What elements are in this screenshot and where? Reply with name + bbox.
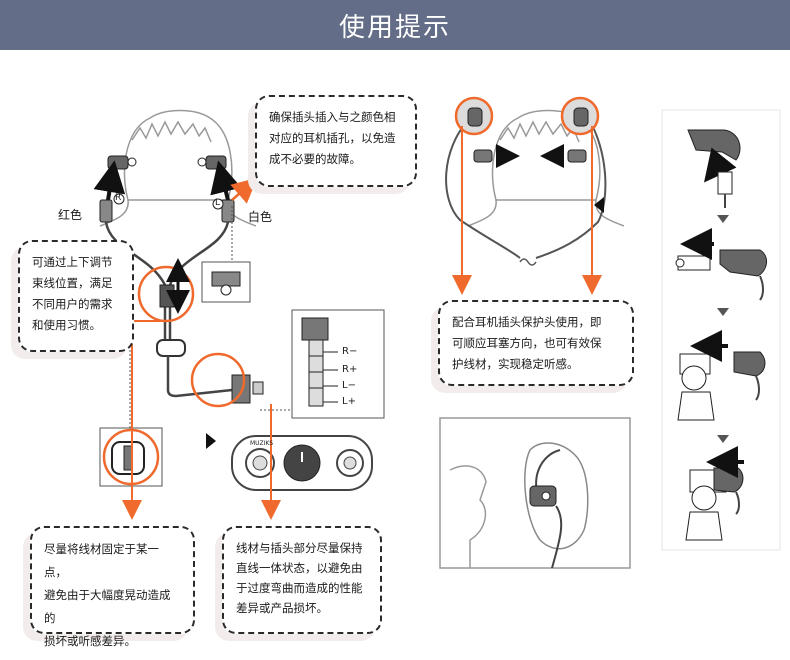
step-3-illustration xyxy=(677,330,766,421)
callout-ear-hook: 配合耳机插头保护头使用，即 可顺应耳塞方向，也可有效保 护线材，实现稳定听感。 xyxy=(438,300,634,386)
step-4-illustration xyxy=(685,446,744,541)
callout-keep-straight: 线材与插头部分尽量保持 直线一体状态，以避免由 于过度弯曲而造成的性能 差异或产… xyxy=(222,526,382,634)
label-white: 白色 xyxy=(248,210,273,224)
step-1-illustration xyxy=(687,129,741,208)
mark-right: R xyxy=(115,193,122,203)
callout-fix-cable: 尽量将线材固定于某一点， 避免由于大幅度晃动造成的 损坏或听感差异。 xyxy=(30,526,195,648)
page-title: 使用提示 xyxy=(338,12,451,43)
pin-l-minus: L− xyxy=(342,380,356,391)
angled-plug xyxy=(231,374,251,404)
pin-r-minus: R− xyxy=(342,346,358,357)
connector-red xyxy=(99,199,113,223)
cable-slider xyxy=(159,284,175,308)
label-red: 红色 xyxy=(58,208,83,222)
wearing-illustration xyxy=(449,442,589,569)
highlight-plug xyxy=(190,352,246,408)
mark-left: L xyxy=(215,198,221,208)
title-banner: 使用提示 xyxy=(0,0,790,50)
pin-r-plus: R+ xyxy=(342,364,358,375)
callout-match-jack: 确保插头插入与之颜色相 对应的耳机插孔，以免造 成不必要的故障。 xyxy=(255,95,417,187)
callout-adjust-cinch: 可通过上下调节 束线位置，满足 不同用户的需求 和使用习惯。 xyxy=(18,240,134,352)
step-2-illustration xyxy=(675,228,767,301)
cable-splitter xyxy=(156,339,186,357)
device-brand: MUZIKS xyxy=(250,440,274,447)
pin-l-plus: L+ xyxy=(342,396,356,407)
